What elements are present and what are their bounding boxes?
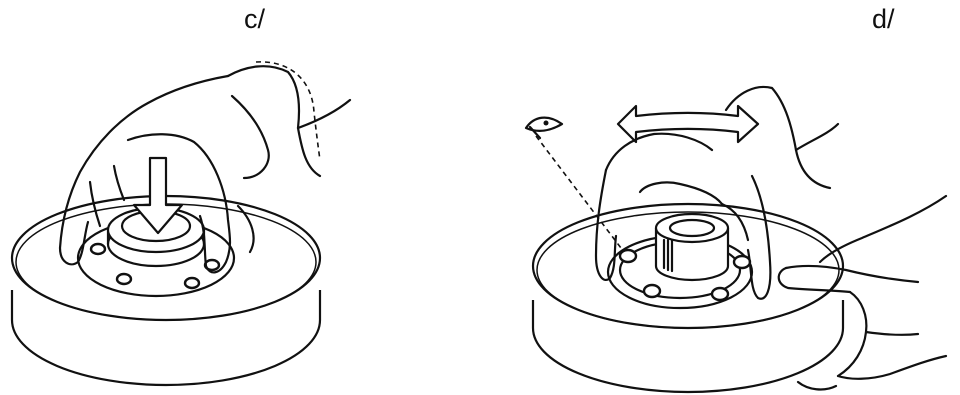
panel-d-drawing [526, 87, 946, 392]
spacer-sleeve [656, 214, 728, 280]
panel-c-drawing [12, 62, 350, 385]
eye-icon [526, 118, 562, 138]
